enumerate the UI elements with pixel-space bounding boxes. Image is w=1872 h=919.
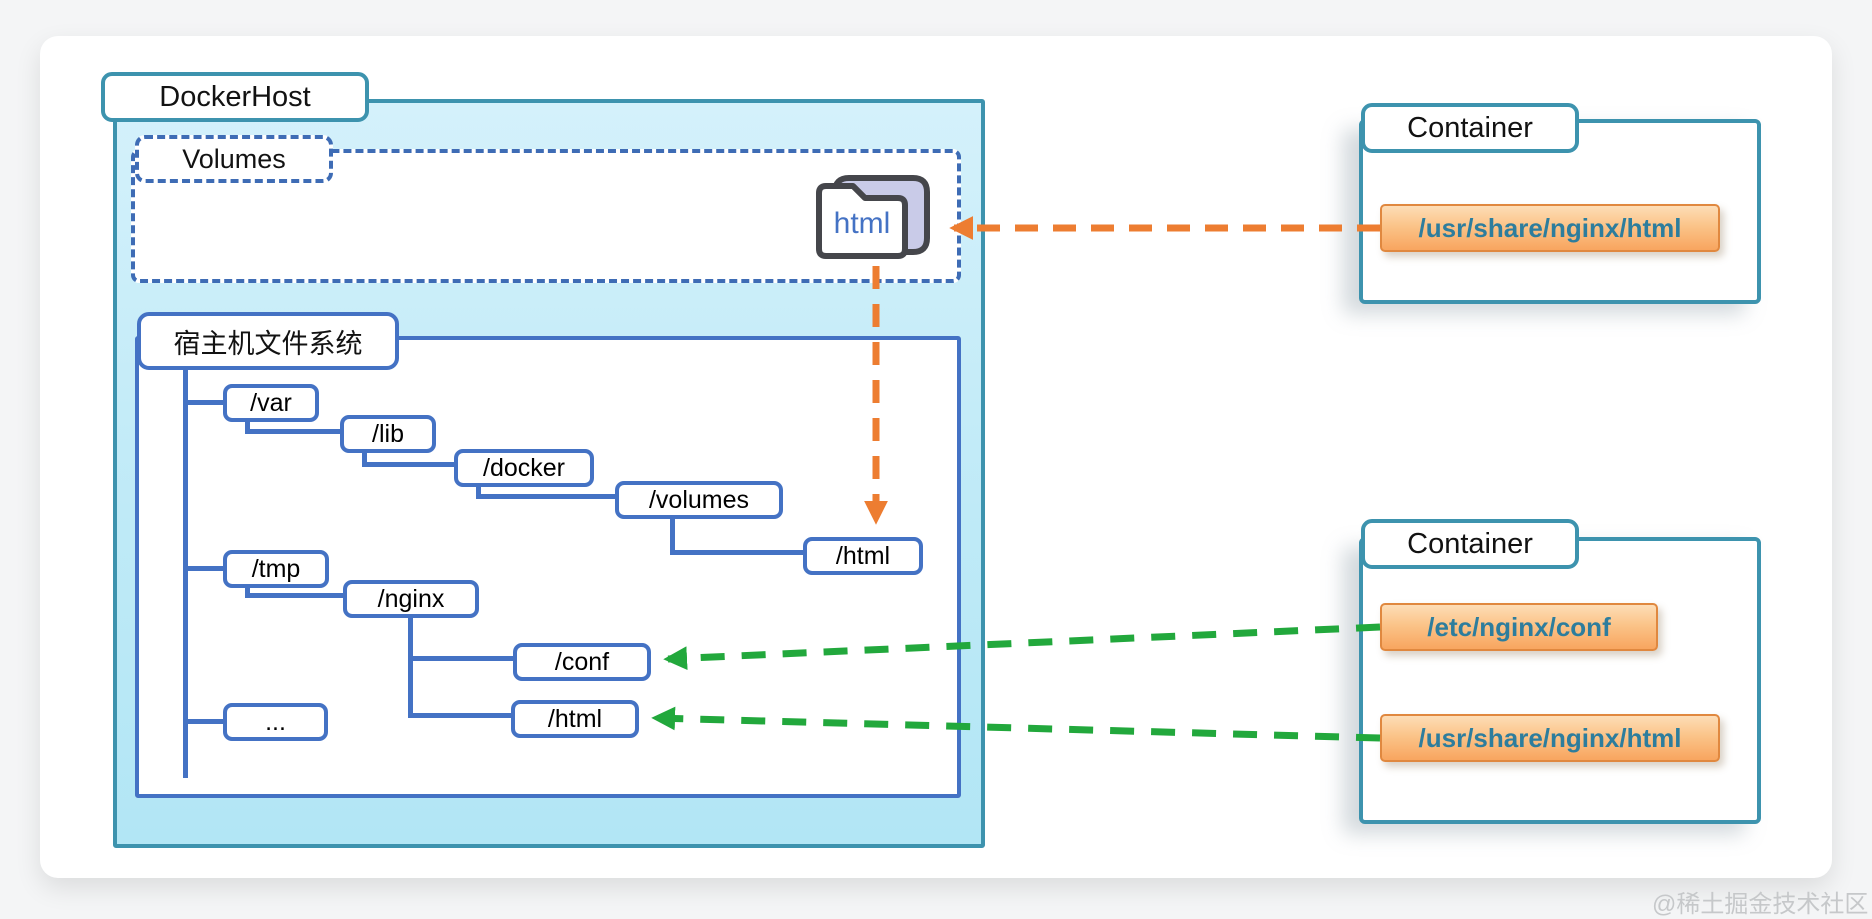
conn-volumes-html-h <box>670 550 805 555</box>
container-2-box <box>1359 537 1761 824</box>
tree-node-var: /var <box>223 384 319 422</box>
folder-icon: html <box>815 168 939 262</box>
container-2-label: Container <box>1361 519 1579 569</box>
tree-branch-tmp <box>183 566 225 571</box>
conn-nginx-children-v <box>408 616 413 718</box>
tree-node-nginx: /nginx <box>343 580 479 618</box>
container-1-path-usr-share-nginx-html: /usr/share/nginx/html <box>1380 204 1720 252</box>
tree-node-tmp: /tmp <box>223 550 329 588</box>
tree-branch-more <box>183 719 225 724</box>
tree-branch-var <box>183 400 225 405</box>
conn-nginx-conf-h <box>408 656 515 661</box>
tree-node-html2: /html <box>511 700 639 738</box>
conn-tmp-nginx-h <box>245 593 345 598</box>
conn-tmp-nginx-v <box>245 586 250 598</box>
conn-nginx-html-h <box>408 713 513 718</box>
conn-var-lib-v <box>245 420 250 434</box>
conn-lib-docker-h <box>362 462 456 467</box>
volumes-label: Volumes <box>135 135 333 183</box>
tree-node-conf: /conf <box>513 643 651 681</box>
conn-var-lib-h <box>245 429 342 434</box>
tree-node-html: /html <box>803 537 923 575</box>
tree-node-docker: /docker <box>454 449 594 487</box>
container-2-path-etc-nginx-conf: /etc/nginx/conf <box>1380 603 1658 651</box>
tree-trunk <box>183 368 188 778</box>
tree-node-more: ... <box>223 703 328 741</box>
conn-docker-volumes-v <box>476 485 481 499</box>
conn-lib-docker-v <box>362 451 367 467</box>
tree-node-volumes: /volumes <box>615 481 783 519</box>
container-2-path-usr-share-nginx-html: /usr/share/nginx/html <box>1380 714 1720 762</box>
conn-volumes-html-v <box>670 517 675 555</box>
folder-label-text: html <box>834 207 891 240</box>
conn-docker-volumes-h <box>476 494 617 499</box>
filesystem-label: 宿主机文件系统 <box>137 312 399 370</box>
watermark: @稀土掘金技术社区 <box>1652 891 1869 918</box>
tree-node-lib: /lib <box>340 415 436 453</box>
container-1-label: Container <box>1361 103 1579 153</box>
dockerhost-label: DockerHost <box>101 72 369 122</box>
